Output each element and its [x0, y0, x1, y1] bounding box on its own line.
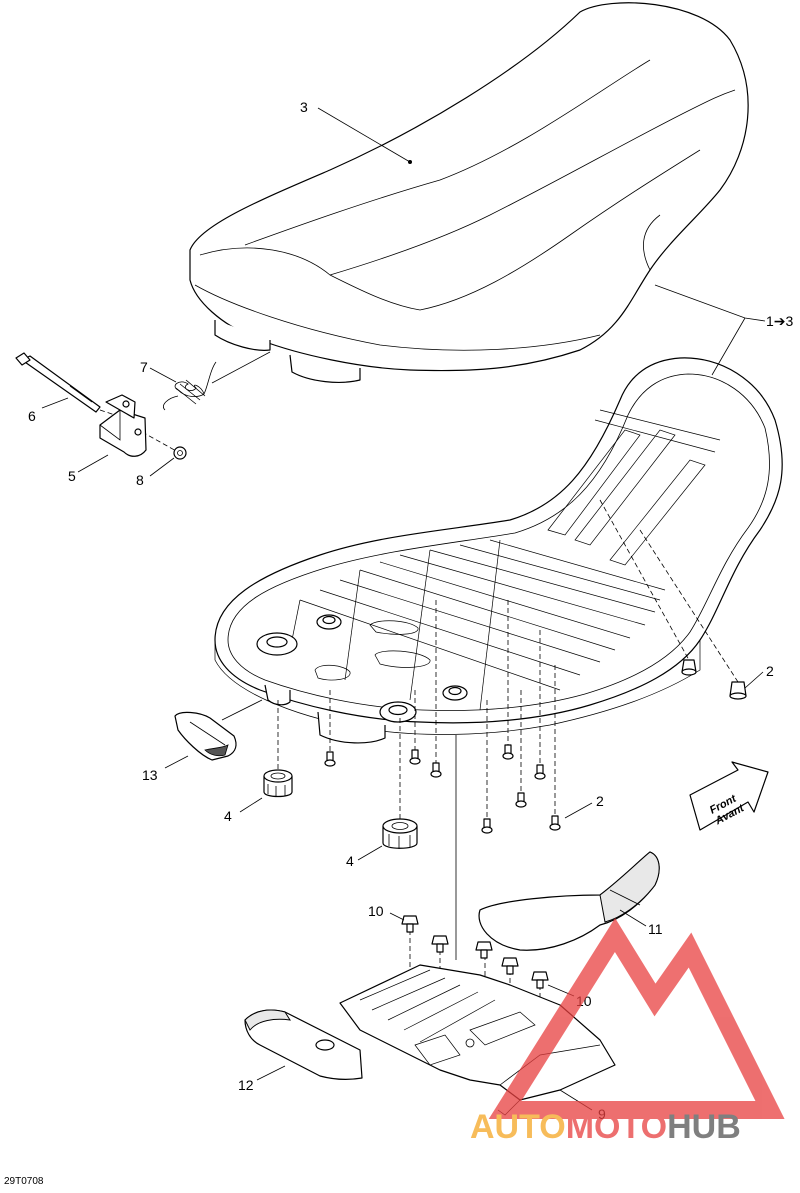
grommet-4b — [382, 818, 418, 849]
hex-bolt — [531, 971, 549, 989]
bolts-10 — [401, 915, 549, 989]
watermark-logo: AUTOMOTOHUB — [470, 917, 785, 1146]
spring-7 — [163, 361, 217, 411]
front-direction-arrow: Front Avant — [689, 761, 769, 831]
callout-4-right: 4 — [346, 853, 354, 869]
plate-12 — [244, 1009, 363, 1080]
callout-13: 13 — [142, 767, 158, 783]
callout-5: 5 — [68, 468, 76, 484]
callout-1-3: 1➔3 — [766, 313, 794, 329]
seat-cover — [189, 2, 749, 383]
stud — [481, 818, 493, 834]
stud — [534, 764, 546, 780]
callout-7: 7 — [140, 359, 148, 375]
callout-3: 3 — [300, 99, 308, 115]
callout-8: 8 — [136, 472, 144, 488]
callout-4-left: 4 — [224, 808, 232, 824]
wedge-13 — [174, 711, 237, 761]
stud — [729, 681, 747, 700]
stud — [409, 749, 421, 765]
callout-10-left: 10 — [368, 903, 384, 919]
nut-8 — [173, 446, 187, 460]
callout-11: 11 — [648, 921, 663, 937]
pad-11 — [478, 851, 660, 951]
hex-bolt — [401, 915, 419, 933]
callout-6: 6 — [28, 408, 36, 424]
drawing-code: 29T0708 — [4, 1176, 44, 1187]
watermark-text: AUTOMOTOHUB — [470, 1108, 741, 1146]
seat-base — [214, 357, 783, 744]
bolt-6 — [15, 352, 101, 413]
stud — [549, 815, 561, 831]
stud — [502, 744, 514, 760]
hex-bolt — [475, 941, 493, 959]
stud — [324, 751, 336, 767]
hex-bolt — [501, 957, 519, 975]
stud — [515, 792, 527, 808]
studs-2 — [324, 659, 747, 834]
callout-12: 12 — [238, 1077, 254, 1093]
bracket-5 — [99, 394, 147, 457]
callout-2-upper: 2 — [766, 663, 774, 679]
assembly-lines — [99, 409, 739, 1070]
callout-2-lower: 2 — [596, 793, 604, 809]
stud — [681, 659, 697, 676]
grommet-4a — [263, 769, 293, 798]
hex-bolt — [431, 935, 449, 953]
stud — [430, 762, 442, 778]
